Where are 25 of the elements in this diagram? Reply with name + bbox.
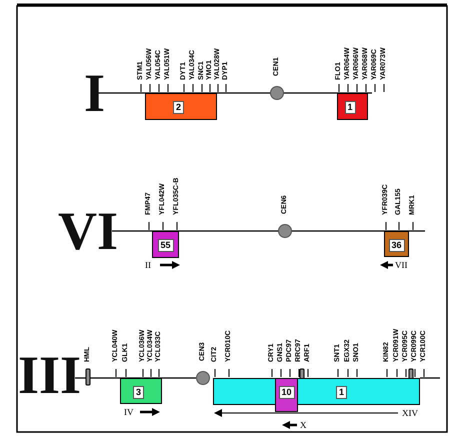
block-number: 2	[173, 101, 184, 114]
block-number: 3	[133, 386, 144, 399]
chromosome-numeral: VI	[58, 204, 118, 258]
centromere-circle	[278, 224, 292, 238]
chromosome-numeral: I	[84, 66, 106, 120]
block-number: 1	[336, 386, 348, 399]
direction-label: VII	[395, 260, 408, 270]
gene-block	[213, 378, 420, 405]
chromosome-numeral: III	[18, 348, 82, 402]
direction-label: IV	[124, 407, 134, 417]
block-number: 55	[158, 239, 174, 252]
block-number: 36	[388, 239, 405, 252]
centromere-circle	[196, 371, 210, 385]
block-number: 10	[278, 386, 295, 399]
gene-block	[275, 378, 298, 412]
direction-label: II	[145, 260, 151, 270]
gene-block	[120, 378, 162, 404]
direction-label: X	[300, 420, 306, 430]
gene-block	[384, 231, 409, 257]
centromere-circle	[270, 86, 284, 100]
direction-label: XIV	[402, 408, 418, 418]
gene-block	[337, 93, 368, 120]
block-number: 1	[344, 101, 356, 114]
gene-block	[152, 231, 179, 258]
gene-block	[145, 93, 217, 120]
